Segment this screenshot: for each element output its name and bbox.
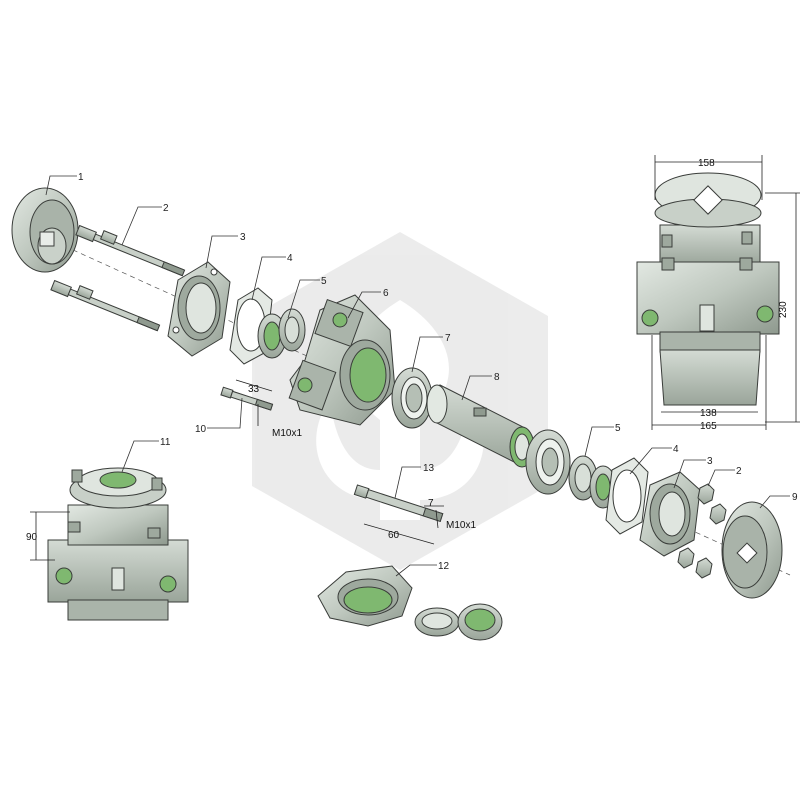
part-1-pulley <box>11 187 79 273</box>
part-9-pulley <box>721 501 783 599</box>
part-label: 10 <box>195 424 207 435</box>
dim-height: 230 <box>778 301 789 318</box>
part-3-flange <box>167 261 231 357</box>
dim-base-inner: 138 <box>700 408 717 419</box>
dim-bolt10-thread: M10x1 <box>272 428 302 439</box>
part-7-bearing <box>391 367 433 429</box>
leader-lines <box>45 175 790 577</box>
part-10-bolt <box>220 386 274 411</box>
part-label: 3 <box>240 232 246 243</box>
dimension-labels: 158 230 138 165 90 33 M10x1 60 7 M10x1 <box>26 158 789 543</box>
part-12-flange-set <box>317 565 503 641</box>
part-5-seal-ring <box>257 308 306 359</box>
part-labels: 1 2 3 4 5 6 7 8 5 4 3 2 9 10 11 12 13 <box>78 172 798 572</box>
part-label: 4 <box>673 444 679 455</box>
part-label: 4 <box>287 253 293 264</box>
part-label: 13 <box>423 463 435 474</box>
part-11-assembled-view <box>47 467 189 621</box>
dim-bolt13-length: 60 <box>388 530 400 541</box>
part-label: 7 <box>445 333 451 344</box>
part-label: 12 <box>438 561 450 572</box>
part-8-shaft <box>426 384 535 468</box>
dim-base-outer: 165 <box>700 421 717 432</box>
roller-bearing-right <box>525 429 571 495</box>
part-label: 2 <box>163 203 169 214</box>
dimension-lines <box>30 155 800 561</box>
part-3-flange-right <box>639 471 701 557</box>
part-2-nuts <box>677 483 727 579</box>
part-label: 8 <box>494 372 500 383</box>
part-label: 6 <box>383 288 389 299</box>
part-label: 2 <box>736 466 742 477</box>
part-label: 11 <box>160 437 171 448</box>
part-label: 5 <box>321 276 327 287</box>
part-label: 1 <box>78 172 84 183</box>
dim-bolt10-length: 33 <box>248 384 260 395</box>
part-13-bolt <box>353 484 444 522</box>
assembled-front-view <box>636 172 780 406</box>
part-label: 9 <box>792 492 798 503</box>
part-4-gasket-right <box>605 457 649 535</box>
dim-side-height: 90 <box>26 532 38 543</box>
dim-bolt13-thread: M10x1 <box>446 520 476 531</box>
part-6-housing <box>288 294 396 426</box>
part-2-bolts <box>50 224 186 332</box>
dim-bolt13-end: 7 <box>428 498 434 509</box>
part-label: 3 <box>707 456 713 467</box>
dim-width-top: 158 <box>698 158 715 169</box>
part-label: 5 <box>615 423 621 434</box>
